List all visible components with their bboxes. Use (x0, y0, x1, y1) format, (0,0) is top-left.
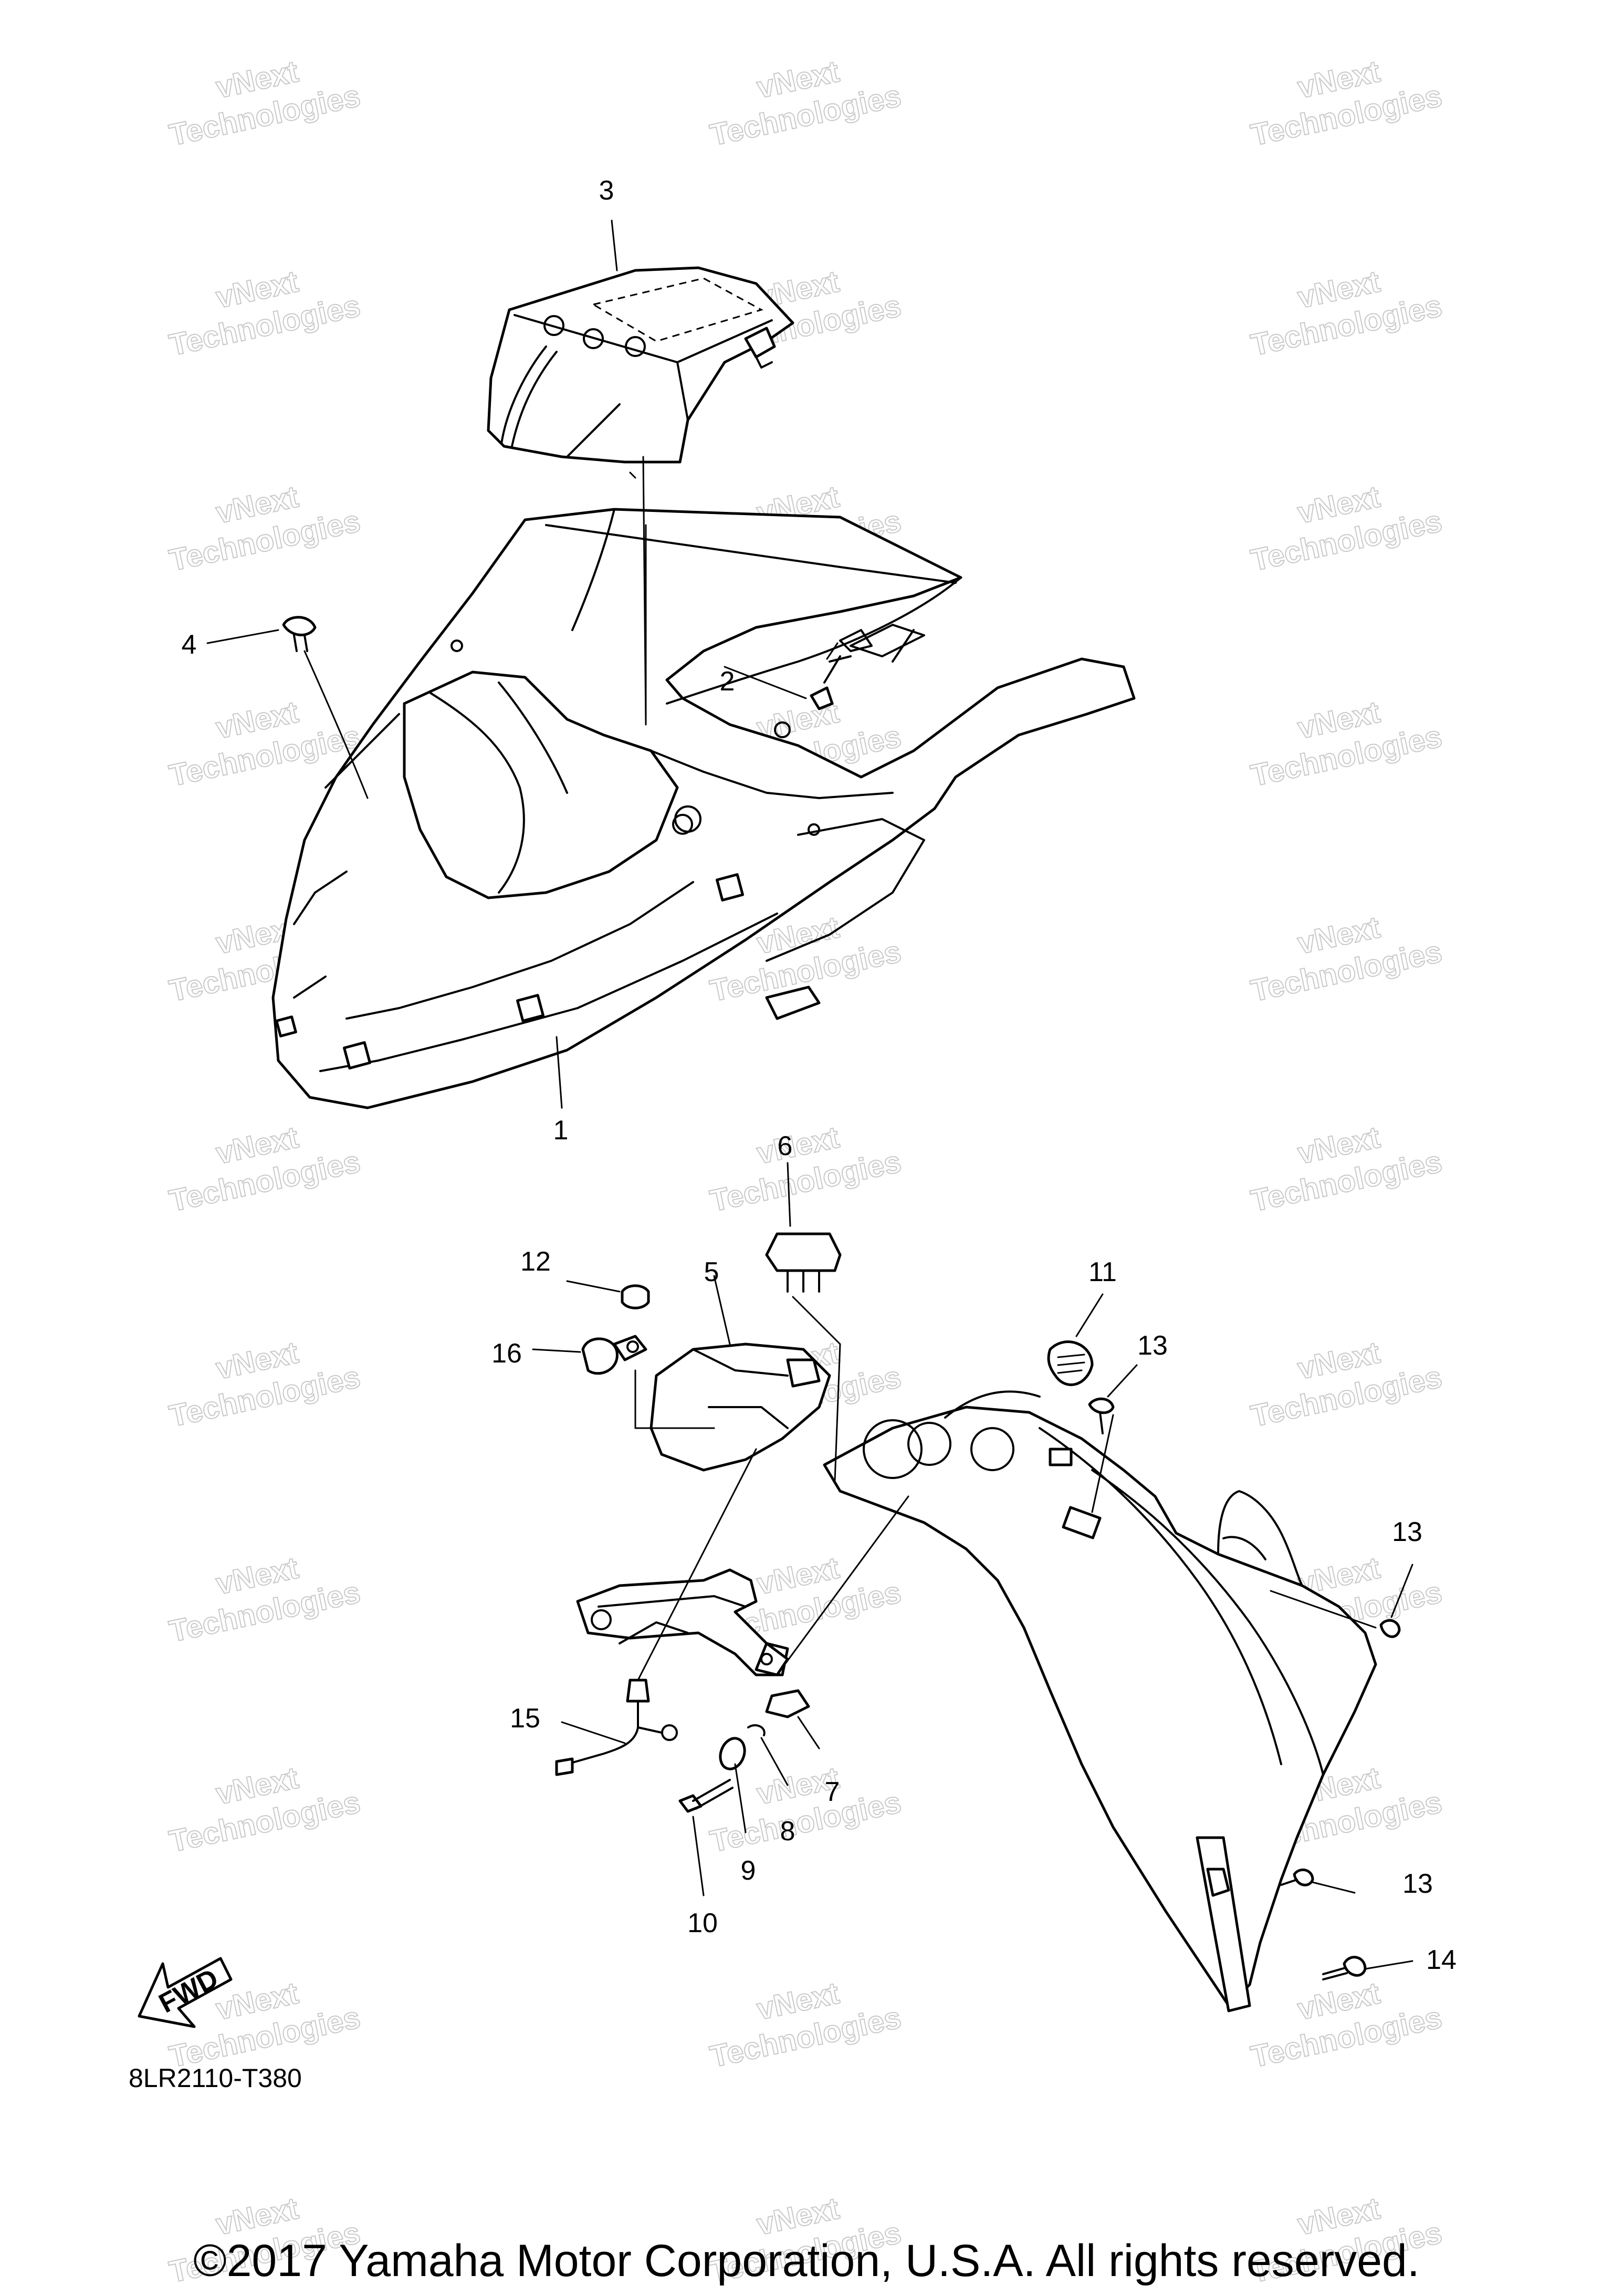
screw-part-4 (282, 616, 317, 652)
callout-6: 6 (778, 1131, 793, 1161)
front-stay-assembly (823, 1390, 1377, 2012)
screw-part-2 (810, 655, 852, 710)
callout-16: 16 (491, 1338, 522, 1369)
bolt-part-10 (678, 1779, 734, 1813)
callout-8: 8 (780, 1816, 795, 1847)
spring-washer-part-8 (747, 1724, 766, 1736)
callout-2: 2 (720, 666, 735, 697)
callout-labels: 1 2 3 4 5 6 7 8 9 10 11 12 13 13 13 14 1… (182, 175, 1457, 1975)
callout-9: 9 (741, 1855, 756, 1886)
callout-3: 3 (599, 175, 614, 206)
callout-14: 14 (1426, 1945, 1457, 1975)
screw-part-13-right (1379, 1619, 1401, 1638)
nut-part-12 (621, 1284, 650, 1309)
callout-5: 5 (704, 1257, 719, 1287)
callout-10: 10 (687, 1908, 718, 1938)
callout-11: 11 (1088, 1257, 1117, 1287)
reflector-part-11 (1047, 1340, 1094, 1386)
callout-13-lower: 13 (1402, 1869, 1433, 1899)
upper-cowling-part (271, 508, 1136, 1109)
bracket-part-16 (581, 1335, 647, 1375)
callout-12: 12 (520, 1246, 551, 1277)
screw-part-14 (1322, 1956, 1367, 1980)
callout-7: 7 (825, 1777, 840, 1807)
washer-part-9 (719, 1737, 746, 1770)
screw-part-13-upper (1088, 1397, 1115, 1434)
copyright-notice: ©2017 Yamaha Motor Corporation, U.S.A. A… (193, 2236, 1420, 2286)
diagram-part-code: 8LR2110-T380 (129, 2063, 302, 2093)
leader-lines (206, 219, 1413, 1970)
callout-15: 15 (510, 1703, 540, 1734)
callout-13-right: 13 (1392, 1517, 1422, 1547)
screw-part-13-lower (1280, 1868, 1314, 1886)
wire-lead-part-15 (555, 1679, 678, 1776)
callout-4: 4 (182, 630, 197, 660)
fwd-arrow-icon: FWD (138, 1957, 233, 2028)
callout-13-upper: 13 (1137, 1330, 1168, 1361)
meter-bracket-part (650, 1343, 831, 1472)
callout-1: 1 (553, 1115, 569, 1146)
clip-part-7 (765, 1689, 810, 1718)
switch-part-6 (765, 1232, 842, 1293)
meter-cover-part (487, 266, 794, 464)
